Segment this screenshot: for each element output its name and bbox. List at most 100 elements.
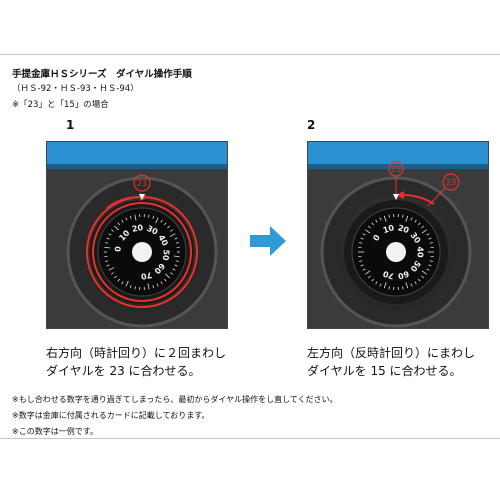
dial-tick: [375, 219, 378, 223]
note-3: ※この数字は一例です。: [12, 427, 98, 436]
dial-tick: [117, 278, 120, 282]
dial-tick: [371, 278, 374, 282]
dial-number-label: 40: [416, 246, 425, 258]
step-1-caption-line2: ダイヤルを 23 に合わせる。: [46, 364, 201, 378]
dial-number-label: 20: [131, 223, 144, 234]
dial-tick: [105, 242, 109, 244]
dial-tick: [428, 237, 432, 240]
dial-tick: [160, 219, 163, 223]
dial-tick: [418, 222, 421, 226]
page-title: 手提金庫ＨＳシリーズ ダイヤル操作手順: [12, 69, 192, 80]
dial-tick: [421, 270, 427, 275]
dial-tick: [175, 260, 179, 262]
dial-tick: [365, 270, 371, 275]
dial-tick: [414, 219, 417, 223]
model-list: （ＨＳ-92・ＨＳ-93・ＨＳ-94）: [12, 84, 139, 94]
dial-tick: [155, 217, 159, 224]
dial-tick: [147, 283, 150, 290]
dial-tick: [362, 268, 366, 271]
step-1-previous-target-label: 23: [446, 178, 456, 187]
dial-tick: [371, 222, 374, 226]
dial-tick: [111, 229, 114, 232]
dial-tick: [117, 222, 120, 226]
dial-tick: [108, 267, 115, 271]
dial-tick: [114, 225, 119, 231]
dial-tick: [429, 260, 433, 262]
dial-tick: [388, 286, 390, 290]
dial-number-label: 50: [161, 249, 171, 262]
dial-tick: [414, 281, 417, 285]
step-1-target-label: 23: [137, 179, 147, 188]
dial-tick: [426, 268, 430, 271]
dial-tick: [170, 272, 173, 275]
dial-tick: [174, 264, 178, 267]
dial-number-label: 0: [371, 233, 382, 243]
dial-tick: [129, 285, 132, 289]
dial-tick: [375, 281, 378, 285]
dial-tick: [421, 275, 424, 279]
dial-tick: [428, 264, 432, 267]
dial-tick: [383, 282, 387, 289]
top-rule: [0, 54, 500, 55]
dial-tick: [106, 264, 110, 267]
step-2-caption: 左方向（反時計回り）にまわし ダイヤルを 15 に合わせる。: [307, 344, 475, 380]
dial-tick: [125, 217, 128, 221]
bottom-rule: [0, 438, 500, 439]
dial-tick: [173, 255, 180, 258]
dial-tick: [121, 219, 124, 223]
dial-tick: [134, 214, 137, 221]
dial-tick: [152, 215, 155, 219]
dial-number-label: 60: [396, 269, 410, 281]
dial-tick: [156, 283, 159, 287]
step-1-number: 1: [66, 118, 75, 132]
dial-tick: [114, 275, 117, 279]
dial-tick: [429, 242, 433, 244]
dial-tick: [121, 281, 124, 285]
dial-tick: [379, 217, 382, 221]
dial-tick: [108, 233, 112, 236]
dial-tick: [383, 215, 387, 222]
dial-tick: [170, 229, 173, 232]
dial-tick: [410, 217, 413, 221]
dial-tick: [402, 214, 404, 218]
step-2-target-label: 15: [391, 165, 401, 174]
dial-tick: [410, 283, 413, 287]
dial-tick: [388, 214, 390, 218]
dial-number-label: 70: [381, 269, 395, 281]
dial-tick: [129, 215, 132, 219]
dial-tick: [418, 278, 421, 282]
dial-tick: [359, 242, 363, 244]
step-1-caption: 右方向（時計回り）に２回まわし ダイヤルを 23 に合わせる。: [46, 344, 226, 380]
dial-tick: [362, 233, 366, 236]
dial-tick: [105, 260, 109, 262]
note-1: ※もし合わせる数字を通り過ぎてしまったら、最初からダイヤル操作をし直してください…: [12, 395, 338, 404]
next-step-arrow-icon: [250, 226, 286, 256]
dial-tick: [359, 260, 363, 262]
dial-tick: [106, 237, 110, 240]
dial-tick: [405, 215, 409, 222]
dial-tick: [167, 225, 170, 229]
note-2: ※数字は金庫に付属されるカードに記載しております。: [12, 411, 210, 420]
step-1-caption-line1: 右方向（時計回り）に２回まわし: [46, 346, 227, 360]
dial-tick: [405, 282, 409, 289]
dial-tick: [160, 281, 163, 285]
dial-tick: [164, 278, 167, 282]
dial-tick: [368, 275, 371, 279]
dial-tick: [368, 225, 371, 229]
step-2-caption-line2: ダイヤルを 15 に合わせる。: [307, 364, 462, 378]
dial-tick: [365, 229, 371, 234]
dial-tick: [174, 237, 178, 240]
step-2-caption-line1: 左方向（反時計回り）にまわし: [307, 346, 476, 360]
dial-tick: [104, 246, 111, 249]
dial-tick: [426, 233, 430, 236]
step-2-number: 2: [307, 118, 316, 132]
dial-number-label: 30: [145, 224, 159, 237]
dial-number-label: 20: [397, 223, 411, 235]
dial-tick: [360, 237, 364, 240]
dial-tick: [148, 214, 150, 218]
notes-block: ※もし合わせる数字を通り過ぎてしまったら、最初からダイヤル操作をし直してください…: [12, 392, 338, 440]
dial-tick: [172, 268, 176, 271]
dial-tick: [111, 272, 114, 275]
dial-tick: [165, 273, 170, 279]
